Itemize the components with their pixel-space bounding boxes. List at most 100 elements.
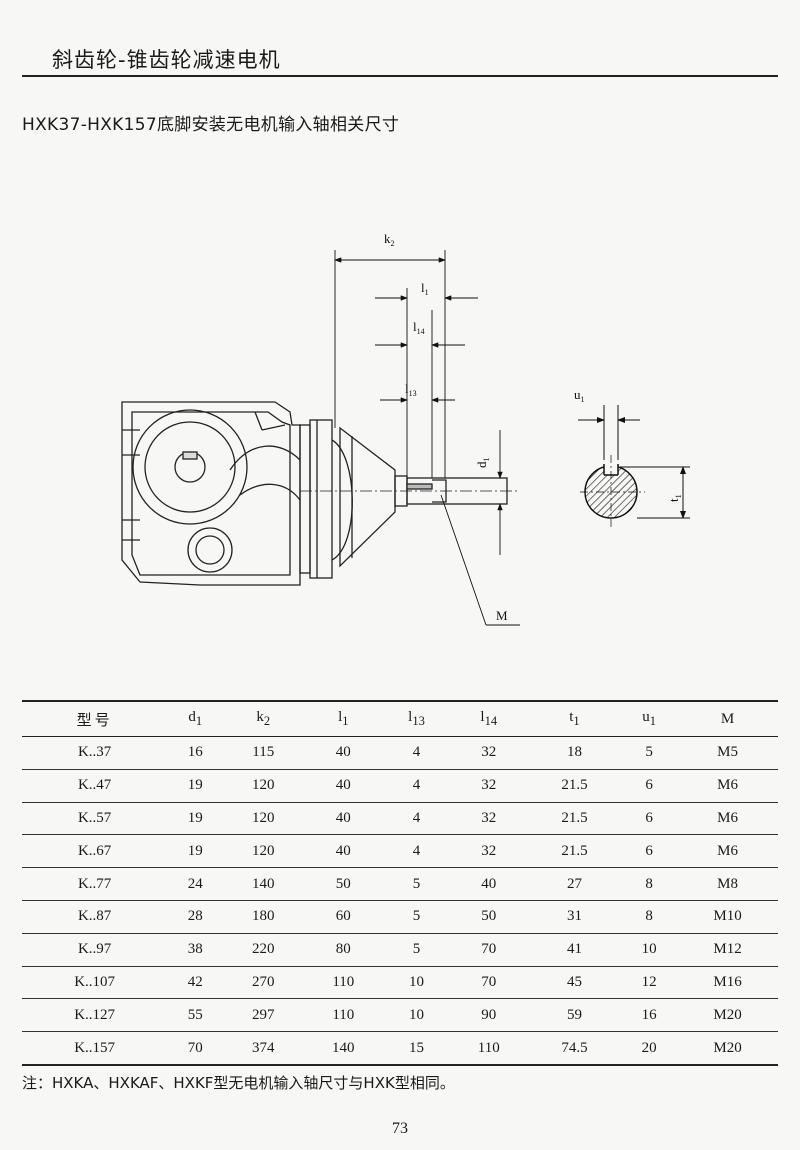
- table-cell: 4: [383, 769, 450, 803]
- table-cell: 110: [303, 998, 384, 1033]
- table-cell: 50: [449, 900, 528, 934]
- table-cell: 12: [621, 966, 678, 1000]
- page-number: 73: [392, 1120, 408, 1137]
- table-cell: 270: [223, 966, 304, 1000]
- table-cell: 80: [303, 933, 384, 967]
- table-cell: M6: [677, 769, 778, 803]
- table-cell: 5: [383, 900, 450, 934]
- coupling-flange: [299, 419, 353, 579]
- gearbox-housing: [121, 401, 301, 586]
- table-cell: 220: [223, 933, 304, 967]
- dimension-lines: [334, 250, 520, 626]
- table-cell: K..87: [22, 900, 168, 934]
- table-cell: 6: [621, 802, 678, 836]
- table-cell: 5: [383, 933, 450, 967]
- header-l1: l1: [303, 700, 384, 737]
- table-cell: 140: [303, 1031, 384, 1066]
- table-cell: 8: [621, 867, 678, 901]
- header-model: 型号: [22, 700, 168, 737]
- table-cell: M20: [677, 998, 778, 1033]
- table-cell: 40: [303, 769, 384, 803]
- table-cell: 32: [449, 802, 528, 836]
- header-d1: d1: [167, 700, 224, 737]
- technical-drawing: k2 l1 l14 l13 d1 u1 t1 M: [121, 231, 690, 626]
- table-cell: 110: [303, 966, 384, 1000]
- table-cell: 20: [621, 1031, 678, 1066]
- table-cell: 38: [167, 933, 224, 967]
- header-l14: l14: [449, 700, 528, 737]
- table-cell: M10: [677, 900, 778, 934]
- table-cell: 41: [527, 933, 622, 967]
- table-cell: 8: [621, 900, 678, 934]
- table-cell: 18: [527, 736, 622, 770]
- table-cell: K..67: [22, 834, 168, 869]
- table-cell: 21.5: [527, 802, 622, 836]
- table-cell: M16: [677, 966, 778, 1000]
- table-cell: 40: [303, 736, 384, 770]
- table-cell: K..97: [22, 933, 168, 967]
- table-cell: 4: [383, 834, 450, 869]
- table-cell: 110: [449, 1031, 528, 1066]
- table-cell: 10: [383, 966, 450, 1000]
- table-cell: 5: [621, 736, 678, 770]
- table-cell: 90: [449, 998, 528, 1033]
- label-l1: l1: [421, 280, 429, 297]
- label-d1: d1: [474, 458, 491, 469]
- table-cell: K..47: [22, 769, 168, 803]
- table-cell: 40: [449, 867, 528, 901]
- table-cell: 28: [167, 900, 224, 934]
- table-cell: 24: [167, 867, 224, 901]
- table-cell: 115: [223, 736, 304, 770]
- table-cell: 19: [167, 802, 224, 836]
- table-cell: 15: [383, 1031, 450, 1066]
- table-cell: K..157: [22, 1031, 168, 1066]
- label-k2: k2: [384, 231, 395, 248]
- table-cell: 120: [223, 802, 304, 836]
- table-cell: 50: [303, 867, 384, 901]
- table-cell: 6: [621, 834, 678, 869]
- table-cell: K..37: [22, 736, 168, 770]
- label-u1: u1: [574, 387, 585, 404]
- table-cell: M8: [677, 867, 778, 901]
- table-header-row: 型号 d1 k2 l1 l13 l14 t1 u1 M: [22, 700, 778, 737]
- table-cell: 297: [223, 998, 304, 1033]
- table-cell: 59: [527, 998, 622, 1033]
- table-cell: 120: [223, 769, 304, 803]
- label-l13: l13: [405, 381, 417, 398]
- table-cell: 31: [527, 900, 622, 934]
- table-cell: 374: [223, 1031, 304, 1066]
- section-title: HXK37-HXK157底脚安装无电机输入轴相关尺寸: [22, 115, 400, 135]
- table-cell: M5: [677, 736, 778, 770]
- table-cell: 6: [621, 769, 678, 803]
- table-cell: M12: [677, 933, 778, 967]
- table-cell: M6: [677, 802, 778, 836]
- table-cell: 4: [383, 802, 450, 836]
- table-cell: 32: [449, 834, 528, 869]
- table-cell: 32: [449, 736, 528, 770]
- label-m: M: [496, 608, 508, 623]
- header-t1: t1: [527, 700, 622, 737]
- table-cell: 70: [167, 1031, 224, 1066]
- input-shaft: [300, 475, 520, 507]
- table-cell: 180: [223, 900, 304, 934]
- table-cell: 42: [167, 966, 224, 1000]
- table-cell: 19: [167, 834, 224, 869]
- table-cell: K..77: [22, 867, 168, 901]
- table-cell: 70: [449, 966, 528, 1000]
- table-cell: 70: [449, 933, 528, 967]
- table-cell: K..127: [22, 998, 168, 1033]
- table-cell: 21.5: [527, 834, 622, 869]
- table-cell: 10: [621, 933, 678, 967]
- table-cell: 21.5: [527, 769, 622, 803]
- table-cell: 4: [383, 736, 450, 770]
